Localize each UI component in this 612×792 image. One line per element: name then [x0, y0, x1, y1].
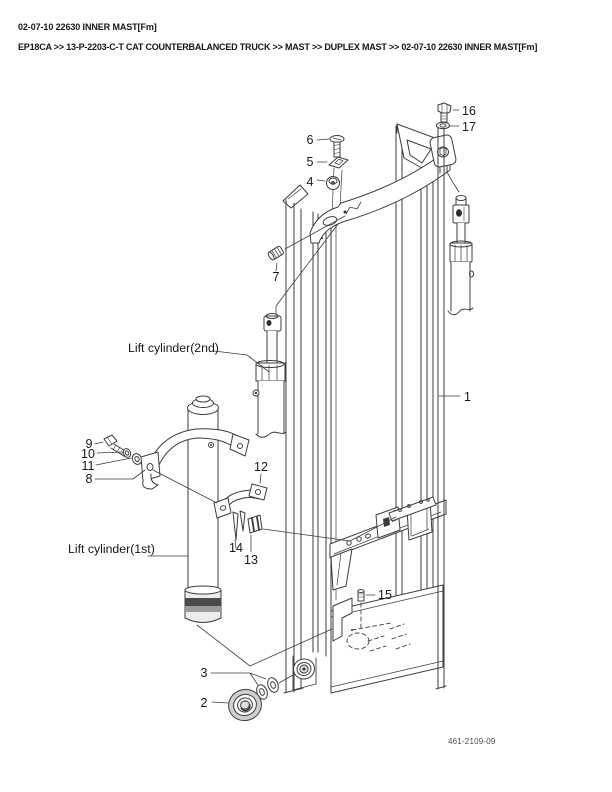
- tie-bar: [309, 148, 451, 244]
- clamp-12: [213, 483, 268, 519]
- callout-5: 5: [307, 155, 314, 169]
- drawing-number: 461-2109-09: [448, 737, 496, 746]
- clamp-8: [140, 428, 250, 490]
- callout-7: 7: [273, 270, 280, 284]
- mast-outer-rails: [282, 125, 447, 694]
- breadcrumb: EP18CA >> 13-P-2203-C-T CAT COUNTERBALAN…: [18, 42, 538, 52]
- flanged-nut-17: [436, 121, 450, 130]
- mast-rails: [312, 125, 434, 657]
- callout-14: 14: [229, 541, 243, 555]
- callout-4: 4: [307, 175, 314, 189]
- flat-screw-6: [329, 135, 345, 158]
- clip-nut-5: [328, 156, 349, 169]
- callout-9: 9: [86, 437, 93, 451]
- callout-labels: 1 2 3 4 5 6 7 8 9 10 11 12 13 14 15 16 1…: [68, 104, 476, 710]
- roller-2: [228, 688, 262, 722]
- washer-set-3: [256, 677, 279, 700]
- callout-2: 2: [201, 696, 208, 710]
- callout-13: 13: [244, 553, 258, 567]
- callout-1: 1: [464, 390, 471, 404]
- callout-8: 8: [86, 472, 93, 486]
- tie-bar-clevis: [429, 134, 457, 174]
- callout-15: 15: [378, 588, 392, 602]
- plug-7: [267, 245, 284, 261]
- nut-4: [326, 176, 340, 190]
- callout-16: 16: [462, 104, 476, 118]
- mast-bottom-panel: [330, 584, 444, 694]
- clip-13: [247, 514, 263, 534]
- callout-3: 3: [201, 666, 208, 680]
- washer-11: [131, 453, 143, 465]
- bolt-16: [437, 102, 452, 123]
- right-cylinder-rod-drawing: [447, 195, 474, 316]
- callout-11: 11: [82, 459, 95, 473]
- label-lift-cylinder-1st: Lift cylinder(1st): [68, 542, 155, 556]
- callout-6: 6: [307, 133, 314, 147]
- washer-10: [122, 448, 132, 458]
- callout-17: 17: [462, 120, 476, 134]
- callout-12: 12: [254, 460, 268, 474]
- page-title: 02-07-10 22630 INNER MAST[Fm]: [18, 22, 157, 32]
- screw-15: [357, 589, 365, 602]
- roller-boss: [292, 655, 317, 691]
- clip-14: [232, 510, 246, 541]
- hose-clamp-bracket-assembly: [329, 496, 447, 591]
- label-lift-cylinder-2nd: Lift cylinder(2nd): [128, 341, 219, 355]
- leader-lines: [94, 109, 461, 704]
- callout-10: 10: [81, 447, 95, 461]
- lift-cylinder-2nd-drawing: [252, 313, 287, 438]
